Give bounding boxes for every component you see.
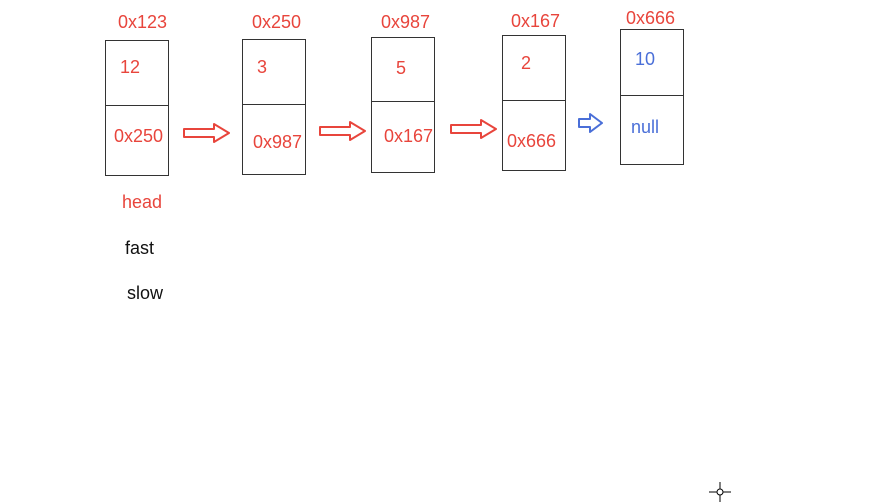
node-4: 2 0x666: [502, 35, 566, 171]
node-4-next: 0x666: [507, 131, 557, 151]
node-3-next: 0x167: [384, 126, 434, 146]
node-3-address: 0x987: [381, 12, 431, 32]
node-2-next-cell: 0x987: [243, 105, 305, 173]
node-2-data-cell: 3: [243, 40, 305, 105]
node-1-data: 12: [120, 57, 141, 77]
node-5-address: 0x666: [626, 8, 676, 28]
node-5-next: null: [631, 117, 660, 137]
crosshair-cursor-icon: [709, 482, 731, 502]
node-5-data: 10: [635, 49, 656, 69]
node-5-data-cell: 10: [621, 30, 683, 96]
node-1-next-cell: 0x250: [106, 106, 168, 174]
node-4-data: 2: [521, 53, 532, 73]
right-arrow-icon: [450, 119, 497, 139]
slow-label: slow: [127, 283, 164, 303]
node-4-next-cell: 0x666: [503, 101, 565, 169]
fast-label: fast: [125, 238, 155, 258]
node-5-next-cell: null: [621, 96, 683, 163]
node-3-data: 5: [396, 58, 407, 78]
node-5: 10 null: [620, 29, 684, 165]
right-arrow-icon: [319, 121, 366, 141]
node-4-data-cell: 2: [503, 36, 565, 101]
node-2-address: 0x250: [252, 12, 302, 32]
node-1-data-cell: 12: [106, 41, 168, 106]
node-1: 12 0x250: [105, 40, 169, 176]
right-arrow-icon: [183, 123, 230, 143]
node-3: 5 0x167: [371, 37, 435, 173]
node-3-next-cell: 0x167: [372, 102, 434, 171]
node-1-next: 0x250: [114, 126, 164, 146]
node-1-address: 0x123: [118, 12, 168, 32]
right-arrow-icon: [578, 113, 603, 133]
node-2-next: 0x987: [253, 132, 303, 152]
head-label: head: [122, 192, 163, 212]
node-4-address: 0x167: [511, 11, 561, 31]
node-3-data-cell: 5: [372, 38, 434, 102]
node-2: 3 0x987: [242, 39, 306, 175]
node-2-data: 3: [257, 57, 268, 77]
